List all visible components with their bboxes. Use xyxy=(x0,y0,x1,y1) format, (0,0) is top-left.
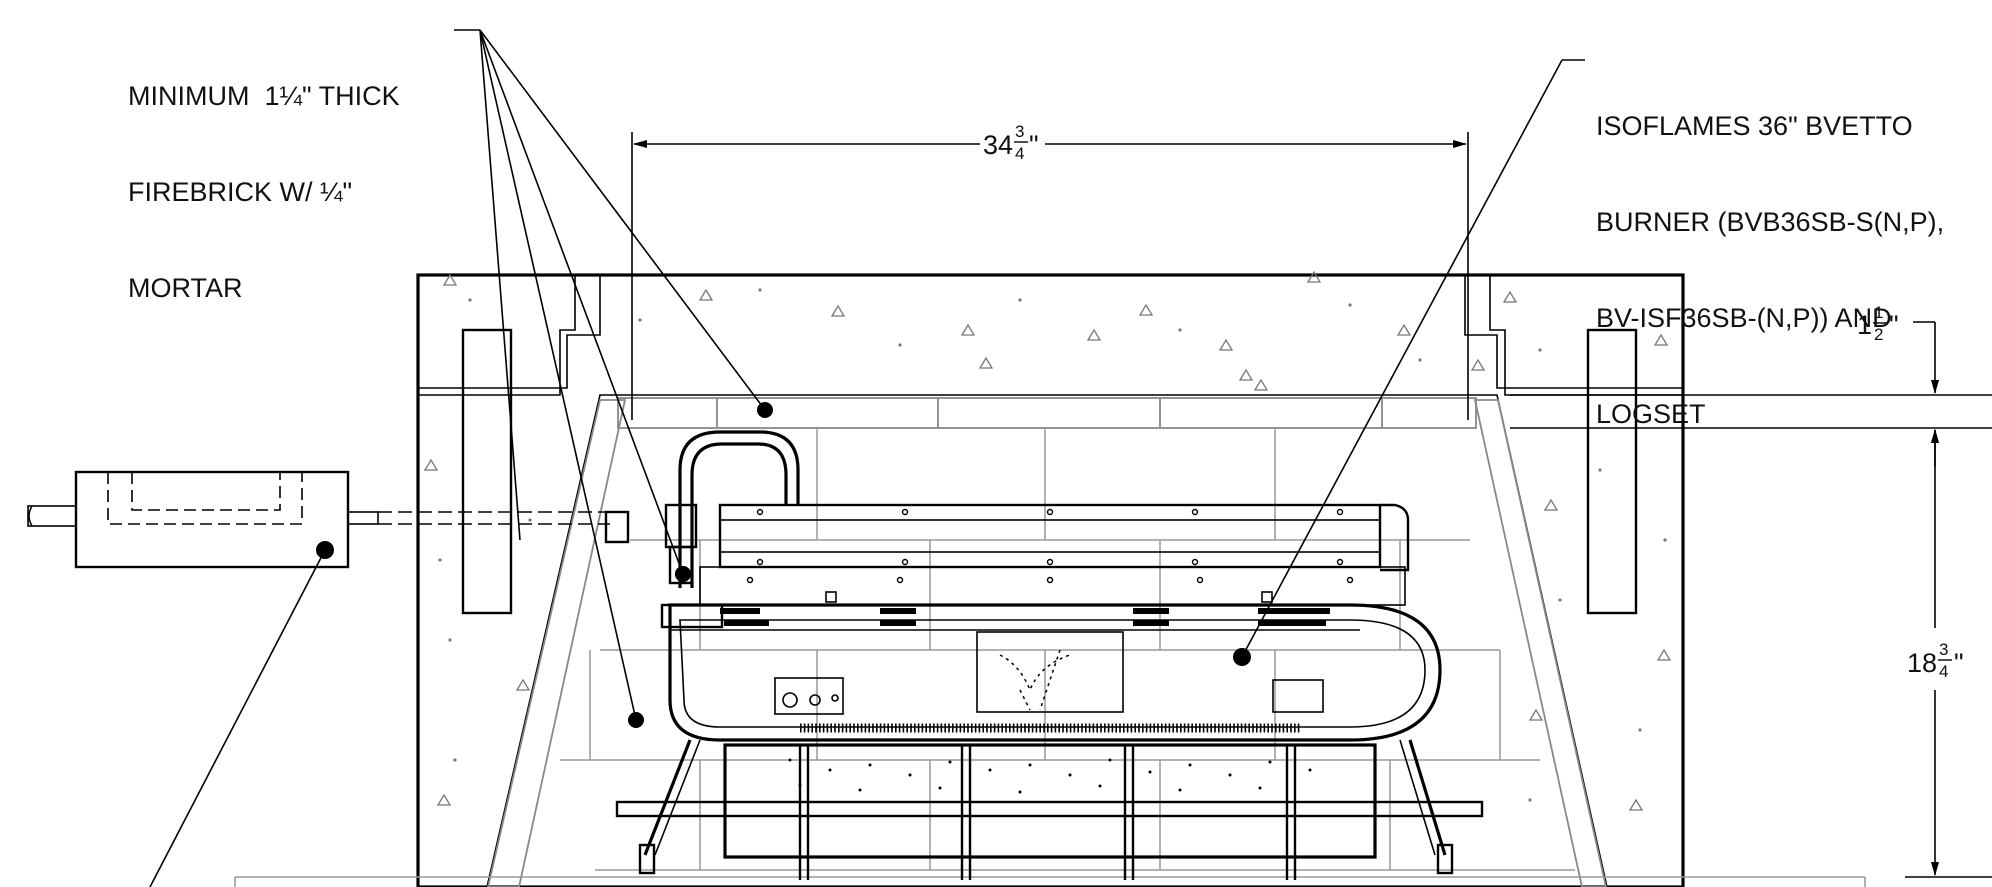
concrete-surround xyxy=(416,273,1685,887)
top-gap-dim-whole: 1 xyxy=(1857,310,1872,340)
concrete-aggregate-marks xyxy=(423,270,1672,811)
firebox-cavity xyxy=(486,394,1608,887)
width-dim-num: 3 xyxy=(1015,122,1024,141)
burner-leader-line xyxy=(1241,59,1585,658)
height-dim-whole: 18 xyxy=(1907,648,1937,678)
firebrick-note-line3: MORTAR xyxy=(128,273,243,303)
burner-note-line4: LOGSET xyxy=(1596,399,1706,429)
firebrick-note-line1: MINIMUM 1¼" THICK xyxy=(128,81,400,111)
hearth-base xyxy=(234,876,1866,887)
height-dim-num: 3 xyxy=(1939,640,1948,659)
right-side-slot xyxy=(1586,328,1638,615)
concrete-dots xyxy=(438,288,1667,802)
width-dim-whole: 34 xyxy=(983,130,1013,160)
height-dimension: 18 3 4 " xyxy=(1905,429,1992,878)
height-dim-unit: " xyxy=(1954,648,1964,678)
top-gap-dim-unit: " xyxy=(1889,310,1899,340)
firebrick-leader-dot-wall xyxy=(628,712,644,728)
height-dim-den: 4 xyxy=(1939,662,1948,681)
firebrick-leader-dot-valve xyxy=(675,566,691,582)
burner-note-line3: BV-ISF36SB-(N,P)) AND xyxy=(1596,303,1892,333)
burner-assembly xyxy=(604,430,1484,880)
burner-note-line2: BURNER (BVB36SB-S(N,P), xyxy=(1596,207,1945,237)
top-gap-dim-num: 1 xyxy=(1874,303,1883,322)
firebrick-leader-dot-top xyxy=(757,402,773,418)
firebrick-note: MINIMUM 1¼" THICK FIREBRICK W/ ¼" MORTAR xyxy=(128,16,400,336)
burner-leader-dot xyxy=(1233,648,1251,666)
burner-note: ISOFLAMES 36" BVETTO BURNER (BVB36SB-S(N… xyxy=(1596,46,1992,462)
width-dimension: 34 3 4 " xyxy=(631,122,1469,420)
firebrick-leader-lines xyxy=(454,29,766,721)
burner-note-line1: ISOFLAMES 36" BVETTO xyxy=(1596,111,1913,141)
gas-valve-box xyxy=(27,470,610,569)
width-dim-unit: " xyxy=(1029,130,1039,160)
firebrick-note-line2: FIREBRICK W/ ¼" xyxy=(128,177,353,207)
valve-leader-dot xyxy=(316,541,334,559)
width-dim-den: 4 xyxy=(1015,144,1024,163)
top-gap-dim-den: 2 xyxy=(1874,325,1883,344)
valve-leader-line xyxy=(149,549,326,887)
top-gap-dimension: 1 1 2 " xyxy=(1510,303,1992,467)
left-side-slot xyxy=(461,328,513,615)
